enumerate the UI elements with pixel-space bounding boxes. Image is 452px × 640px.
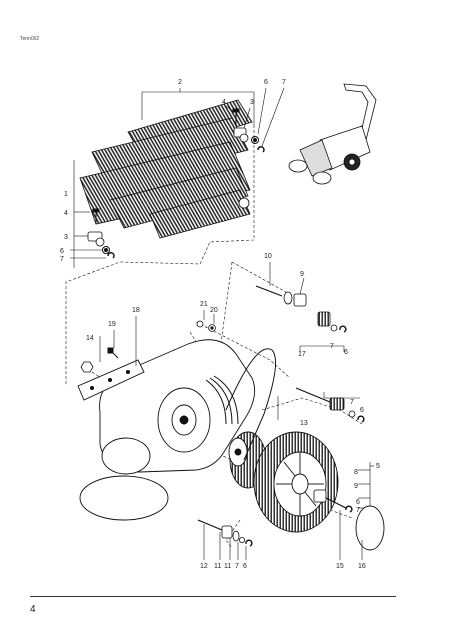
page-number: 4 [30,604,36,615]
sweeper-overview-illustration [288,83,377,185]
brush-roller-assembly [79,99,253,239]
wheel-hub-bearing [313,489,353,513]
axle-13 [295,387,331,403]
leader-lines [70,87,374,510]
bearing-11 [221,525,240,542]
nut-14 [80,361,94,373]
washers-upper-right [330,324,347,333]
callout-19: 19 [108,321,116,328]
wheel-frame-arch [225,348,277,461]
gear-9-upper [283,291,331,327]
callout-21: 21 [200,301,208,308]
bearing-6-left [102,246,110,254]
callout-7-wheel: 7 [356,507,360,514]
callout-6-mid: 6 [344,349,348,356]
callout-7-left: 7 [60,256,64,263]
callout-4-top: 4 [222,99,226,106]
side-brush-hub [157,387,211,453]
clip-7-left [107,252,115,259]
callout-15: 15 [336,563,344,570]
callout-16: 16 [358,563,366,570]
callout-18: 18 [132,307,140,314]
bottom-leader-lines [99,262,363,560]
brush-bearing-bracket-upper [233,127,250,209]
clip-7-top [257,146,265,153]
callout-20: 20 [210,307,218,314]
axle-10 [255,285,283,297]
axle-12 [197,519,223,531]
callout-11-b: 11 [224,563,231,570]
callout-9-upper: 9 [300,271,304,278]
callout-9-lower: 9 [354,483,358,490]
callout-12: 12 [200,563,208,570]
callout-6-top: 6 [264,79,268,86]
drawing-reference-code: Tenn002 [20,36,40,42]
callout-7-bottom: 7 [235,563,239,570]
washer-7-clip-6-bottom [238,537,253,547]
mounting-plate-18 [77,359,145,401]
callout-4-left: 4 [64,210,68,217]
callout-11-a: 11 [214,563,221,570]
bearing-6-top [251,136,259,144]
callout-7-top: 7 [282,79,286,86]
callout-3-top: 3 [250,99,254,106]
callout-8: 8 [354,469,358,476]
screw-19 [107,347,119,359]
callout-7-mid: 7 [330,343,334,350]
screw-4-top [232,108,240,124]
main-wheel [253,431,339,533]
callout-17: 17 [298,351,306,358]
callout-6-wheel: 6 [356,499,360,506]
hubcap-16 [355,505,385,551]
callout-2: 2 [178,79,182,86]
side-brush-bristles [205,375,239,425]
callout-6-lower: 6 [360,407,364,414]
callout-6-left: 6 [60,248,64,255]
callout-14: 14 [86,335,94,342]
gear-9-lower [329,397,365,423]
screw-4-left [92,208,100,224]
footer-divider [30,596,396,597]
callout-10: 10 [264,253,272,260]
callout-3-left: 3 [64,234,68,241]
callout-7-lower: 7 [350,399,354,406]
callout-1: 1 [64,191,68,198]
brush-bearing-bracket-lower [87,231,105,247]
callout-5: 5 [376,463,380,470]
callout-6-bottom: 6 [243,563,247,570]
nut-20-washer-21 [196,320,216,332]
callout-13: 13 [300,420,308,427]
callout-labels: 2 4 3 6 7 1 4 3 6 7 10 9 21 20 18 14 19 … [60,79,380,570]
